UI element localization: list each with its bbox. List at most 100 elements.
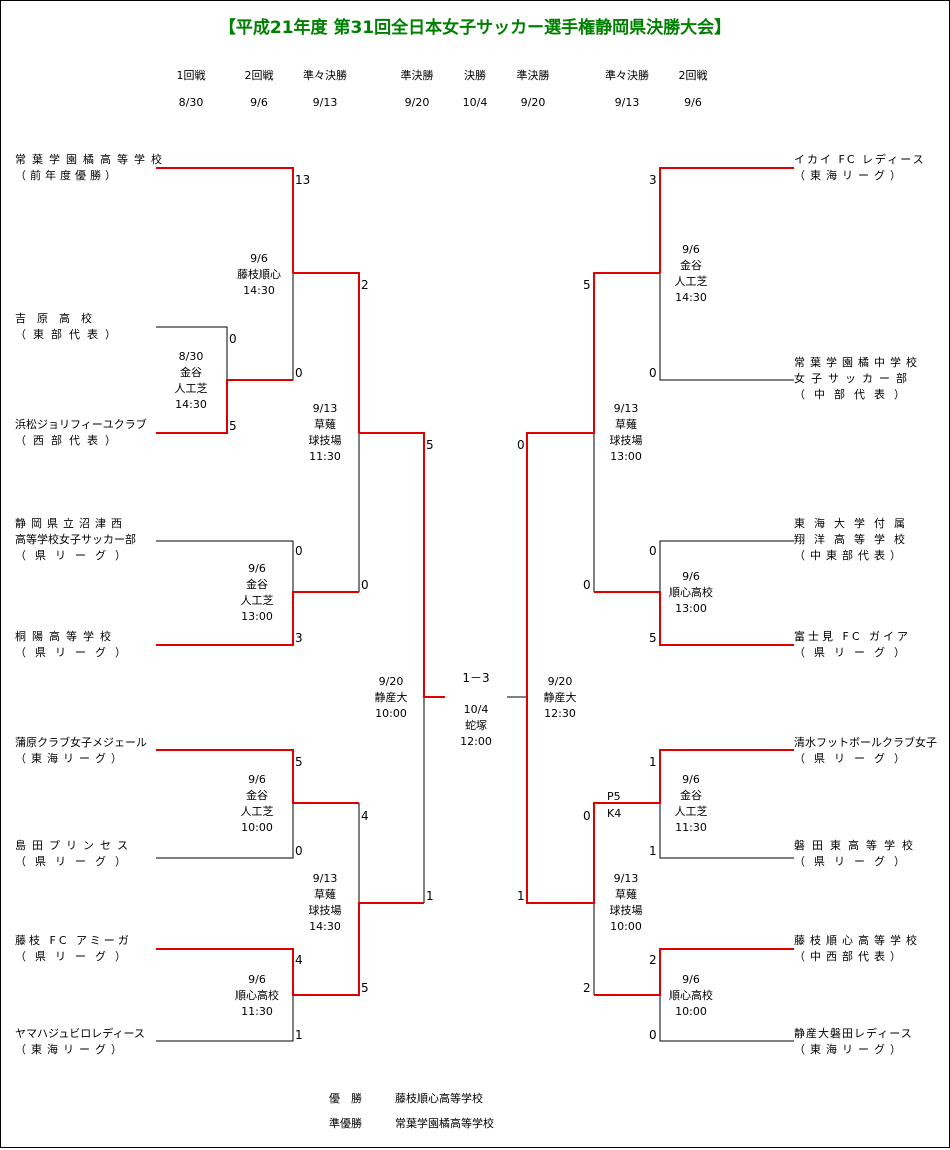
score: 0: [649, 544, 657, 558]
match-time: 10:00: [241, 821, 273, 834]
match-venue: 球技場: [609, 434, 643, 447]
match-date: 9/20: [378, 675, 404, 688]
team-left-1-sub: （前年度優勝）: [15, 169, 120, 182]
team-right-2-sub: （中部代表）: [794, 388, 914, 401]
match-venue: 球技場: [308, 434, 342, 447]
score: 3: [649, 173, 657, 187]
score: 0: [361, 578, 369, 592]
match-venue: 人工芝: [174, 382, 208, 395]
match-venue: 草薙: [615, 418, 637, 431]
team-left-4: 静岡県立沼津西: [15, 517, 127, 530]
team-left-8: 藤枝 FC アミーガ: [15, 934, 132, 947]
team-left-2: 吉 原 高 校: [15, 312, 92, 325]
round-date: 9/13: [614, 96, 640, 109]
score: 0: [649, 366, 657, 380]
score: 5: [426, 438, 434, 452]
round-date: 9/6: [250, 96, 268, 109]
team-right-4-sub: （県リーグ）: [794, 646, 914, 659]
match-venue: 球技場: [308, 904, 342, 917]
score: 0: [583, 809, 591, 823]
round-date: 9/20: [404, 96, 430, 109]
match-venue: 金谷: [680, 789, 702, 802]
match-date: 9/13: [613, 402, 639, 415]
match-venue: 球技場: [609, 904, 643, 917]
match-info-3: 9/13 草薙 球技場 11:30: [280, 401, 370, 465]
match-time: 13:00: [675, 602, 707, 615]
page-title: 【平成21年度 第31回全日本女子サッカー選手権静岡県決勝大会】: [218, 18, 732, 38]
match-venue: 藤枝順心: [237, 268, 281, 281]
score: 13: [295, 173, 311, 187]
match-date: 9/13: [312, 872, 338, 885]
score: 1: [649, 755, 657, 769]
round-date: 9/20: [520, 96, 546, 109]
match-date: 9/20: [547, 675, 573, 688]
pk-score: K4: [607, 807, 622, 820]
match-info-14: 9/13 草薙 球技場 10:00: [581, 871, 671, 935]
round-header: 1回戦: [176, 69, 206, 82]
team-right-3-line2: 翔洋高等学校: [794, 533, 914, 546]
match-info-12: 9/20 静産大 12:30: [515, 674, 605, 722]
match-time: 11:30: [241, 1005, 273, 1018]
round-date: 10/4: [462, 96, 488, 109]
team-right-3: 東海大学付属: [794, 517, 914, 530]
match-info-11: 9/6 順心高校 13:00: [646, 569, 736, 617]
match-venue: 順心高校: [669, 586, 713, 599]
score: 0: [583, 578, 591, 592]
score: 2: [583, 981, 591, 995]
team-right-1-sub: （東海リーグ）: [794, 169, 906, 182]
match-time: 10:00: [675, 1005, 707, 1018]
score: 0: [649, 1028, 657, 1042]
team-right-8: 静産大磐田レディース: [794, 1027, 913, 1040]
match-time: 13:00: [610, 450, 642, 463]
match-venue: 人工芝: [240, 594, 274, 607]
match-info-7: 9/13 草薙 球技場 14:30: [280, 871, 370, 935]
round-header: 決勝: [464, 69, 486, 82]
team-right-2: 常葉学園橘中学校: [794, 356, 922, 369]
match-date: 9/13: [312, 402, 338, 415]
winner-label: 優 勝: [329, 1092, 362, 1105]
match-time: 14:30: [243, 284, 275, 297]
score: 2: [361, 278, 369, 292]
match-info-15: 9/6 順心高校 10:00: [646, 972, 736, 1020]
score: 0: [517, 438, 525, 452]
match-info-9: 9/6 金谷 人工芝 14:30: [646, 242, 736, 306]
round-header: 準決勝: [516, 69, 550, 82]
team-right-1: イカイ FC レディース: [794, 153, 926, 166]
match-info-2: 8/30 金谷 人工芝 14:30: [146, 349, 236, 413]
score: 5: [361, 981, 369, 995]
match-venue: 草薙: [314, 418, 336, 431]
team-right-5-sub: （県リーグ）: [794, 752, 914, 765]
round-header: 2回戦: [244, 69, 274, 82]
match-date: 9/6: [682, 973, 700, 986]
match-venue: 草薙: [314, 888, 336, 901]
match-date: 9/6: [682, 570, 700, 583]
match-time: 11:30: [675, 821, 707, 834]
team-right-6-sub: （県リーグ）: [794, 855, 914, 868]
team-left-3: 浜松ジョリフィーユクラブ: [15, 418, 147, 431]
team-right-8-sub: （東海リーグ）: [794, 1043, 906, 1056]
match-venue: 順心高校: [669, 989, 713, 1002]
team-left-7: 島田プリンセス: [15, 839, 134, 852]
round-header: 準決勝: [400, 69, 434, 82]
score: 5: [229, 419, 237, 433]
team-left-4-line2: 高等学校女子サッカー部: [15, 533, 136, 546]
round-date: 9/13: [312, 96, 338, 109]
match-info-1: 9/6 藤枝順心 14:30: [214, 251, 304, 299]
match-info-final: 10/4 蛇塚 12:00: [431, 702, 521, 750]
match-venue: 静産大: [543, 691, 577, 704]
match-venue: 蛇塚: [465, 719, 487, 732]
match-date: 9/13: [613, 872, 639, 885]
runner-up-label: 準優勝: [329, 1117, 362, 1130]
pk-score: P5: [607, 790, 621, 803]
team-left-9-sub: （東海リーグ）: [15, 1043, 127, 1056]
match-info-6: 9/6 金谷 人工芝 10:00: [212, 772, 302, 836]
score: 0: [295, 544, 303, 558]
team-right-4: 富士見 FC ガイア: [794, 630, 912, 643]
team-left-1: 常葉学園橘高等学校: [15, 153, 168, 166]
match-time: 14:30: [309, 920, 341, 933]
match-venue: 金谷: [246, 789, 268, 802]
round-header: 2回戦: [678, 69, 708, 82]
match-venue: 金谷: [180, 366, 202, 379]
